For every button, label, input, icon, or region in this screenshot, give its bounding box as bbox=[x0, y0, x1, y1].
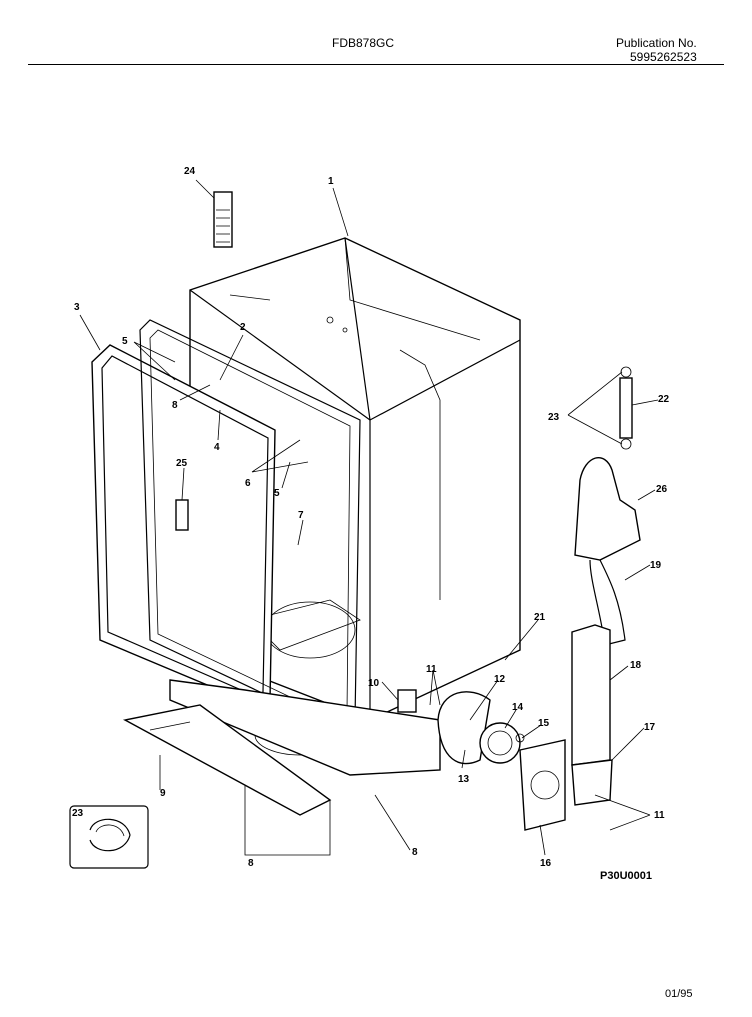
publication-number: 5995262523 bbox=[630, 50, 697, 64]
callout-1: 1 bbox=[328, 176, 334, 187]
callout-2: 2 bbox=[240, 322, 246, 333]
callout-22: 22 bbox=[658, 394, 670, 405]
callout-9: 9 bbox=[160, 788, 166, 799]
revision-date: 01/95 bbox=[665, 988, 693, 1000]
callout-11b: 11 bbox=[654, 810, 665, 821]
publication-label: Publication No. bbox=[616, 36, 697, 50]
callout-10: 10 bbox=[368, 678, 380, 689]
callout-12: 12 bbox=[494, 674, 506, 685]
hose-clamp-tube bbox=[619, 366, 633, 450]
fill-hose-assembly bbox=[574, 457, 641, 646]
switch bbox=[397, 689, 417, 713]
callout-19: 19 bbox=[650, 560, 662, 571]
callout-5b: 5 bbox=[274, 488, 280, 499]
callout-3: 3 bbox=[74, 302, 80, 313]
mounting-plate bbox=[519, 739, 566, 831]
clamp-inset bbox=[69, 805, 149, 869]
float bbox=[175, 499, 189, 531]
leveling-leg bbox=[213, 191, 233, 248]
leader-lines bbox=[79, 179, 659, 856]
callout-23a: 23 bbox=[548, 412, 560, 423]
callout-15: 15 bbox=[538, 718, 550, 729]
callout-24: 24 bbox=[184, 166, 196, 177]
callout-6: 6 bbox=[245, 478, 251, 489]
vent-duct bbox=[571, 624, 611, 766]
callout-26: 26 bbox=[656, 484, 668, 495]
callout-17: 17 bbox=[644, 722, 656, 733]
header-rule bbox=[28, 64, 724, 65]
callout-21: 21 bbox=[534, 612, 546, 623]
callout-25: 25 bbox=[176, 458, 188, 469]
callout-5a: 5 bbox=[122, 336, 128, 347]
vent-cap bbox=[571, 759, 613, 806]
callout-8c: 8 bbox=[412, 847, 418, 858]
callout-16: 16 bbox=[540, 858, 552, 869]
callout-4: 4 bbox=[214, 442, 220, 453]
callout-8b: 8 bbox=[248, 858, 254, 869]
callout-labels: 24 1 3 2 5 8 4 25 6 5 7 23 22 26 19 21 1… bbox=[72, 166, 670, 869]
callout-11a: 11 bbox=[426, 664, 437, 675]
callout-7: 7 bbox=[298, 510, 304, 521]
callout-13: 13 bbox=[458, 774, 470, 785]
callout-18: 18 bbox=[630, 660, 642, 671]
model-number: FDB878GC bbox=[332, 36, 395, 50]
callout-14: 14 bbox=[512, 702, 524, 713]
figure-code: P30U0001 bbox=[600, 870, 652, 882]
callout-23b: 23 bbox=[72, 808, 84, 819]
callout-8a: 8 bbox=[172, 400, 178, 411]
